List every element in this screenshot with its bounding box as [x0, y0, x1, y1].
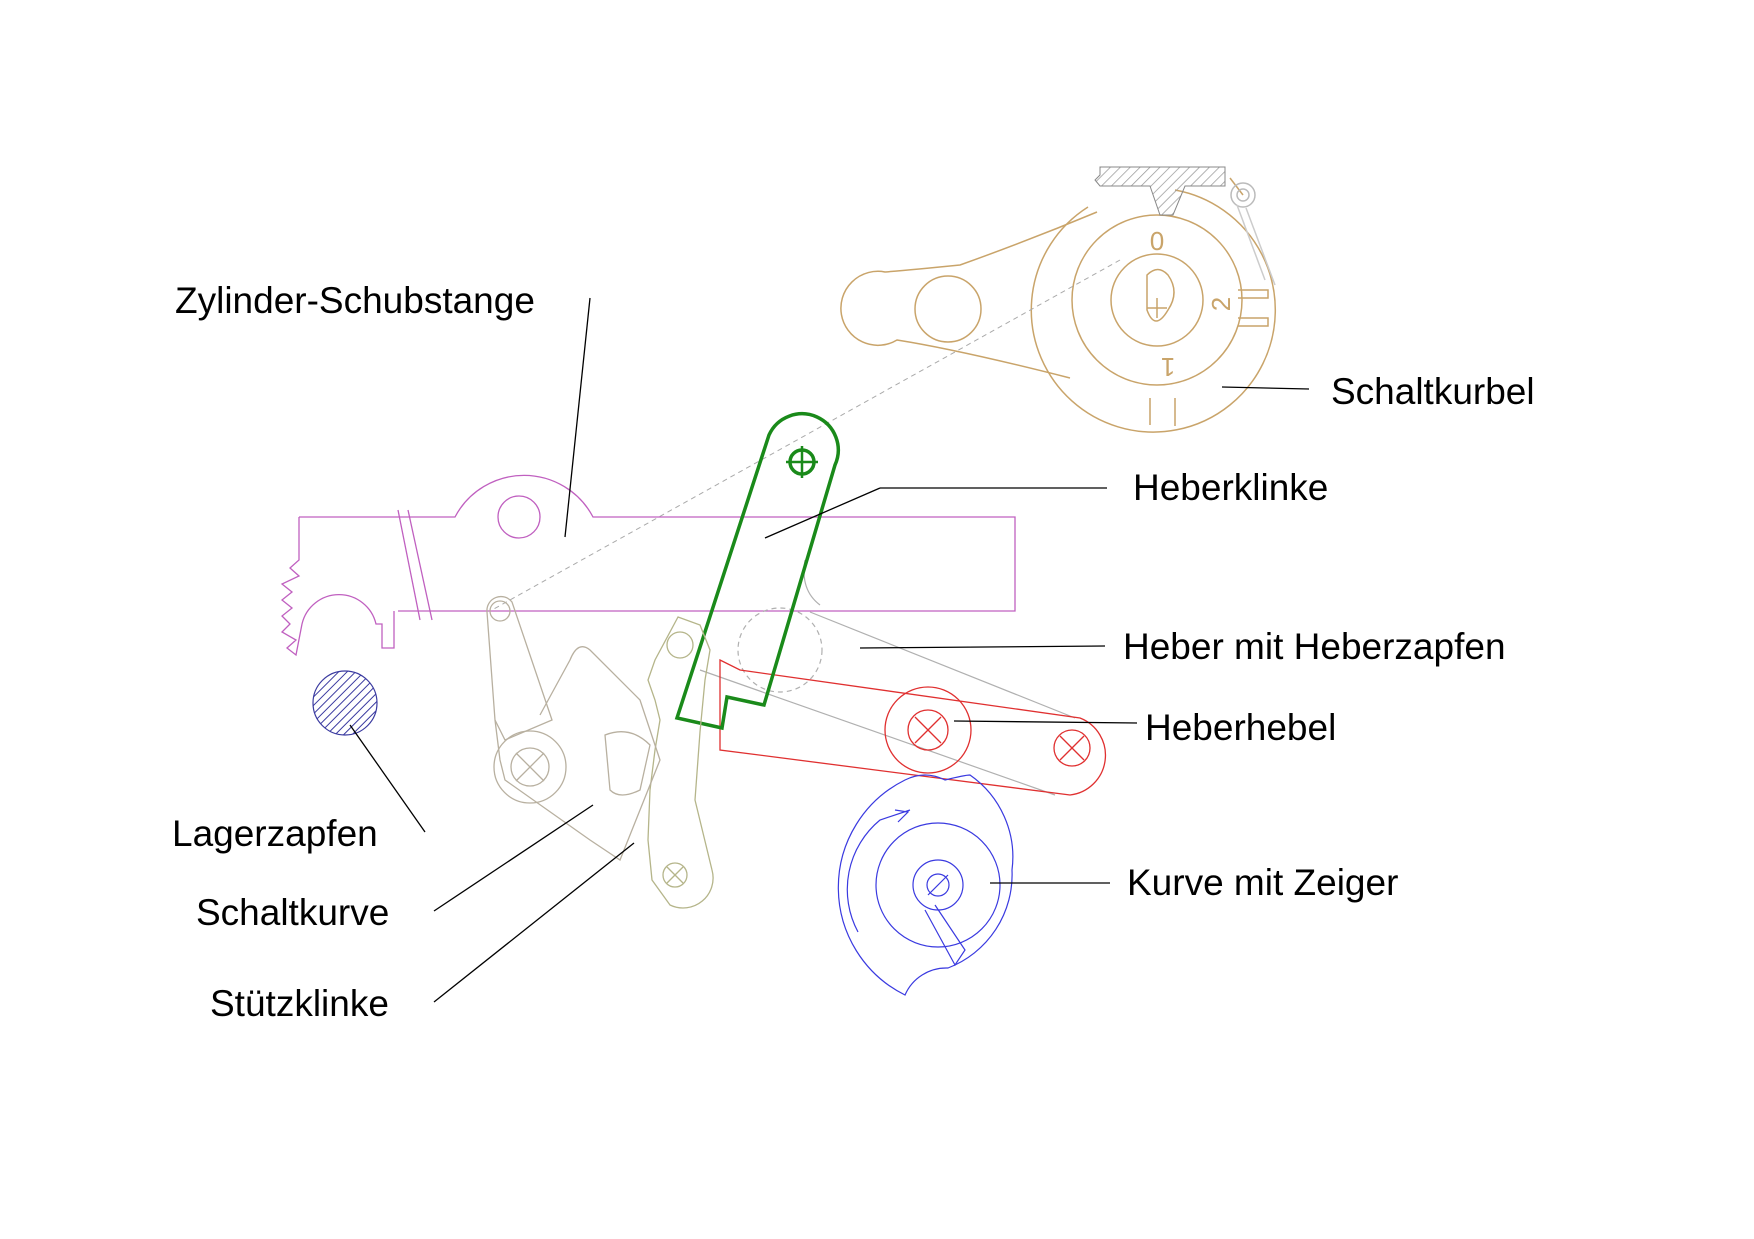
schaltkurbel-part	[840, 177, 1276, 433]
stuetzklinke-part	[647, 616, 714, 909]
crank-mark-0: 0	[1150, 226, 1164, 256]
label-heberklinke: Heberklinke	[1133, 467, 1328, 508]
label-kurve-mit-zeiger: Kurve mit Zeiger	[1127, 862, 1398, 903]
crank-position-marks: 0 2 1	[1150, 226, 1236, 382]
schaltkurve-part	[486, 595, 661, 861]
label-zylinder-schubstange: Zylinder-Schubstange	[175, 280, 535, 321]
heberhebel-part	[719, 658, 1107, 796]
crank-mark-1: 1	[1161, 352, 1175, 382]
zylinder-schubstange-part	[280, 474, 1016, 657]
label-schaltkurbel: Schaltkurbel	[1331, 371, 1535, 412]
label-stuetzklinke: Stützklinke	[210, 983, 389, 1024]
label-lagerzapfen: Lagerzapfen	[172, 813, 378, 854]
label-heber-mit-heberzapfen: Heber mit Heberzapfen	[1123, 626, 1506, 667]
crank-mark-2: 2	[1206, 297, 1236, 311]
heber-part	[699, 559, 1076, 796]
connecting-dash-line	[491, 259, 1121, 611]
labels: Zylinder-Schubstange Schaltkurbel Heberk…	[172, 280, 1535, 1024]
leader-lines	[349, 297, 1310, 1003]
label-schaltkurve: Schaltkurve	[196, 892, 389, 933]
lagerzapfen-part	[312, 670, 378, 736]
label-heberhebel: Heberhebel	[1145, 707, 1336, 748]
kurve-mit-zeiger-part	[837, 774, 1014, 996]
heberklinke-part	[674, 412, 840, 731]
hatched-rail	[1094, 166, 1226, 216]
